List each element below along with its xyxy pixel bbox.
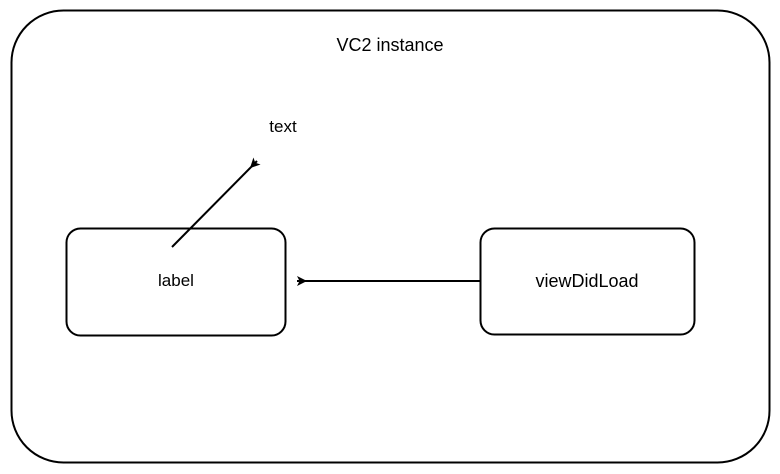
container-title: VC2 instance — [336, 35, 444, 55]
text-edge-annotation: text — [269, 117, 297, 136]
label-node-box[interactable] — [65, 227, 287, 337]
label-node-text: label — [158, 271, 194, 290]
viewdidload-node-text: viewDidLoad — [535, 271, 639, 291]
edge-label-to-text — [171, 157, 261, 248]
vc2-instance-container — [10, 9, 771, 464]
viewdidload-node-box[interactable] — [479, 227, 696, 336]
